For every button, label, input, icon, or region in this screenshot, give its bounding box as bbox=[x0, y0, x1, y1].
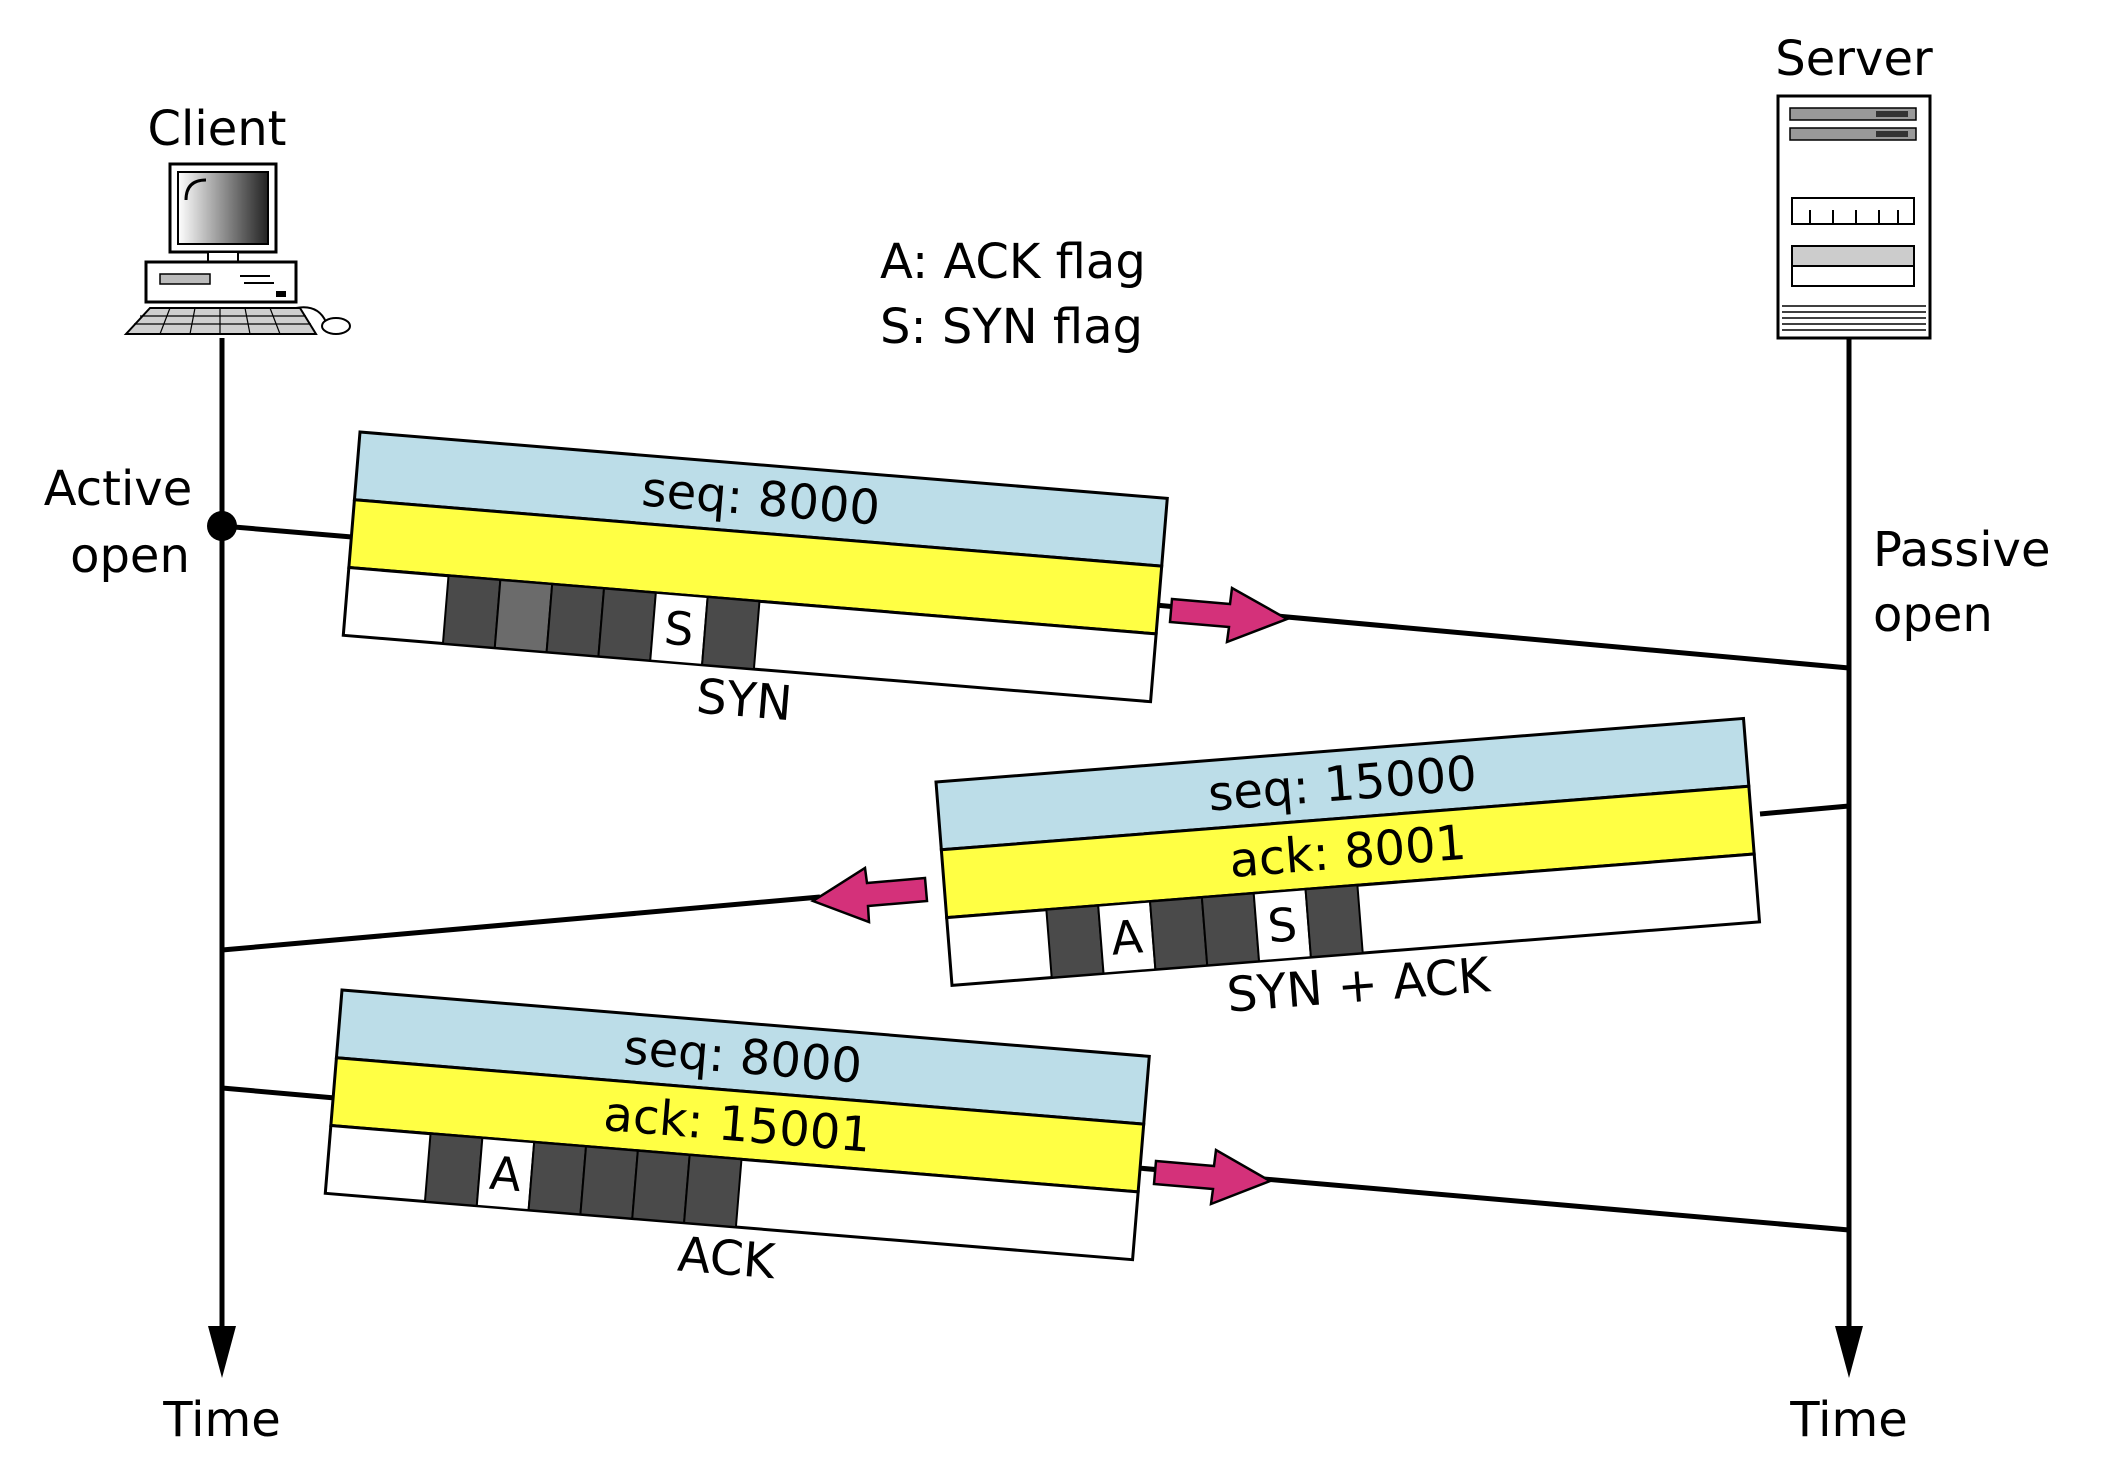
flag-box bbox=[631, 1149, 691, 1224]
client-timeline-arrowhead bbox=[208, 1326, 236, 1378]
legend-ack-flag: A: ACK flag bbox=[880, 234, 1146, 290]
server-time-label: Time bbox=[1789, 1392, 1907, 1448]
synack-line-right bbox=[1759, 803, 1850, 817]
flag-box bbox=[1304, 884, 1364, 959]
server-timeline-arrowhead bbox=[1835, 1326, 1863, 1378]
flag-box bbox=[527, 1141, 588, 1216]
flag-box bbox=[597, 587, 657, 662]
ack-flag-letter: A bbox=[488, 1146, 524, 1202]
syn-flag-letter: S bbox=[1266, 897, 1299, 953]
server-icon bbox=[1776, 94, 1932, 340]
synack-segment: A S seq: 15000 ack: 8001 SYN + ACK bbox=[934, 716, 1762, 1024]
flag-box bbox=[682, 1153, 743, 1229]
flag-box bbox=[1148, 896, 1209, 971]
active-open-label-line2: open bbox=[70, 528, 190, 584]
flag-box bbox=[1045, 904, 1105, 979]
synack-line-left bbox=[221, 894, 821, 953]
flag-box bbox=[493, 578, 554, 654]
client-time-label: Time bbox=[162, 1392, 280, 1448]
server-label: Server bbox=[1775, 31, 1933, 87]
syn-segment: S seq: 8000 SYN bbox=[341, 430, 1169, 733]
syn-direction-arrow bbox=[1168, 585, 1290, 644]
syn-line-left bbox=[221, 523, 353, 540]
client-label: Client bbox=[148, 101, 287, 157]
passive-open-label-line1: Passive bbox=[1873, 522, 2051, 578]
legend-syn-flag: S: SYN flag bbox=[880, 299, 1143, 355]
ack-segment: A seq: 8000 ack: 15001 ACK bbox=[323, 988, 1151, 1291]
passive-open-label-line2: open bbox=[1873, 587, 1993, 643]
flag-box bbox=[423, 1132, 484, 1207]
flag-box bbox=[1200, 892, 1261, 967]
client-computer-icon bbox=[123, 162, 351, 335]
syn-flag-letter: S bbox=[662, 601, 696, 657]
flag-box bbox=[579, 1145, 639, 1220]
flag-box bbox=[545, 583, 606, 658]
segment-caption: ACK bbox=[676, 1227, 779, 1291]
flag-box bbox=[441, 574, 502, 649]
ack-line-left bbox=[221, 1085, 336, 1101]
flag-box bbox=[700, 595, 761, 671]
active-open-label-line1: Active bbox=[44, 461, 192, 517]
ack-direction-arrow bbox=[1152, 1147, 1273, 1206]
synack-direction-arrow bbox=[810, 865, 929, 924]
segment-caption: SYN bbox=[694, 669, 794, 733]
ack-flag-letter: A bbox=[1109, 909, 1145, 965]
